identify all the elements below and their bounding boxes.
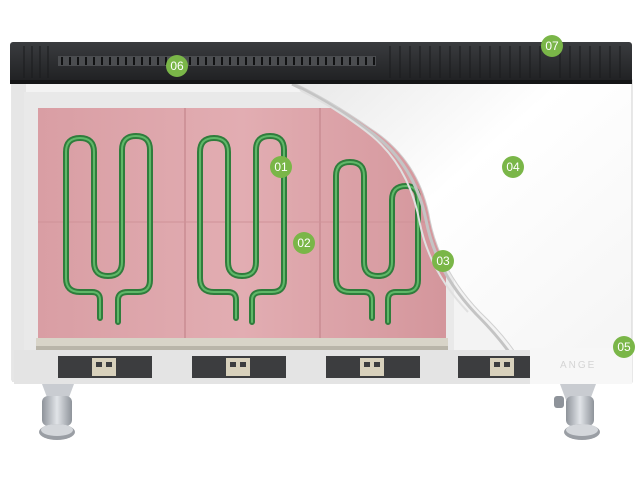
cover-cut-shadow bbox=[299, 89, 469, 313]
top-grille-lip bbox=[10, 80, 632, 84]
brand-logo: ANGE bbox=[560, 360, 597, 371]
reflector-panel bbox=[38, 108, 446, 340]
callout-05: 05 bbox=[613, 336, 635, 358]
heating-element-highlight bbox=[65, 135, 151, 323]
callout-06: 06 bbox=[166, 55, 188, 77]
callout-02: 02 bbox=[293, 232, 315, 254]
heating-element-highlight bbox=[335, 161, 419, 323]
bottom-rail-edge bbox=[36, 346, 448, 350]
callout-04: 04 bbox=[502, 156, 524, 178]
cover-cut-edge bbox=[291, 82, 528, 383]
callout-07: 07 bbox=[541, 35, 563, 57]
front-cover bbox=[291, 81, 633, 383]
inlet-brackets bbox=[58, 356, 530, 378]
bottom-rail bbox=[36, 338, 448, 346]
grille-fins bbox=[23, 46, 621, 78]
left-side-panel bbox=[12, 82, 26, 382]
grille-slot-strip bbox=[58, 56, 376, 66]
left-foot bbox=[39, 384, 75, 440]
callout-01: 01 bbox=[270, 156, 292, 178]
callout-03: 03 bbox=[432, 250, 454, 272]
right-foot bbox=[554, 384, 600, 440]
heating-element-highlight bbox=[199, 135, 285, 323]
